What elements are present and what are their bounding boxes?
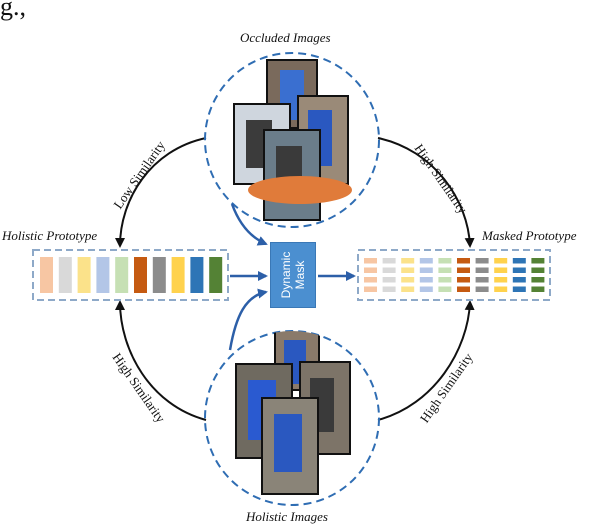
masked-prototype-segment: [475, 267, 489, 273]
masked-prototype-segment: [438, 286, 452, 292]
occluded-images-label: Occluded Images: [240, 30, 331, 45]
holistic-prototype-bar: [209, 257, 223, 293]
masked-prototype-segment: [382, 286, 396, 292]
masked-prototype-label: Masked Prototype: [482, 228, 577, 243]
holistic-prototype-bar: [171, 257, 185, 293]
masked-prototype-segment: [401, 267, 415, 273]
masked-prototype-segment: [531, 277, 545, 283]
holistic-prototype-bar: [96, 257, 110, 293]
masked-prototype-segment: [364, 258, 377, 264]
holistic-prototype-bars: [40, 257, 223, 293]
holistic-prototype-bar: [58, 257, 72, 293]
masked-prototype-segment: [438, 267, 452, 273]
arrow-occluded-images-to-mask: [230, 203, 268, 246]
holistic-images-label: Holistic Images: [246, 509, 328, 524]
occluded-images-circle: [204, 52, 380, 228]
masked-prototype-segment: [419, 286, 433, 292]
masked-prototype-segment: [512, 267, 526, 273]
holistic-prototype-bar: [40, 257, 53, 293]
masked-prototype-segment: [401, 277, 415, 283]
masked-prototype-segment: [494, 286, 508, 292]
masked-prototype-segment: [401, 286, 415, 292]
masked-prototype-segment: [457, 267, 470, 273]
masked-prototype-segment: [494, 258, 508, 264]
masked-prototype-segment: [401, 258, 415, 264]
masked-prototype-segment: [475, 258, 489, 264]
dynamic-mask-box: Dynamic Mask: [270, 242, 316, 308]
masked-prototype-segment: [382, 277, 396, 283]
masked-prototype-segment: [494, 267, 508, 273]
holistic-prototype-bar: [115, 257, 129, 293]
masked-prototype-segment: [512, 258, 526, 264]
holistic-prototype-bar: [134, 257, 147, 293]
masked-prototype-segment: [512, 277, 526, 283]
masked-prototype-segment: [475, 286, 489, 292]
masked-prototype-segment: [419, 277, 433, 283]
holistic-prototype-bar: [152, 257, 166, 293]
holistic-prototype-box: [32, 249, 229, 301]
masked-prototype-segment: [531, 267, 545, 273]
masked-prototype-segment: [438, 258, 452, 264]
holistic-prototype-label: Holistic Prototype: [2, 228, 98, 243]
occluded-image-stack: [233, 59, 352, 221]
masked-prototype-segment: [457, 258, 470, 264]
figure-corner-text: g.,: [0, 0, 26, 21]
masked-prototype-bars: [364, 258, 545, 292]
masked-prototype-box: [357, 249, 551, 301]
masked-prototype-segment: [457, 277, 470, 283]
masked-prototype-segment: [419, 258, 433, 264]
arrow-holistic-images-to-holistic-prototype: [115, 300, 207, 421]
masked-prototype-segment: [531, 286, 545, 292]
arrow-holistic-images-to-mask: [228, 288, 268, 351]
holistic-prototype-bar: [77, 257, 91, 293]
masked-prototype-segment: [382, 267, 396, 273]
holistic-image-stack: [235, 331, 351, 495]
holistic-prototype-bar: [190, 257, 204, 293]
masked-prototype-segment: [531, 258, 545, 264]
masked-prototype-segment: [364, 267, 377, 273]
dynamic-mask-label: Dynamic Mask: [279, 251, 307, 299]
masked-prototype-segment: [475, 277, 489, 283]
masked-prototype-segment: [438, 277, 452, 283]
masked-prototype-segment: [457, 286, 470, 292]
masked-prototype-segment: [364, 286, 377, 292]
masked-prototype-segment: [494, 277, 508, 283]
arrow-holistic-images-to-masked-prototype: [377, 300, 475, 421]
masked-prototype-segment: [419, 267, 433, 273]
masked-prototype-segment: [512, 286, 526, 292]
arrow-occluded-to-masked: [377, 137, 475, 248]
masked-prototype-segment: [382, 258, 396, 264]
masked-prototype-segment: [364, 277, 377, 283]
arrow-occluded-to-holistic: [115, 137, 207, 248]
